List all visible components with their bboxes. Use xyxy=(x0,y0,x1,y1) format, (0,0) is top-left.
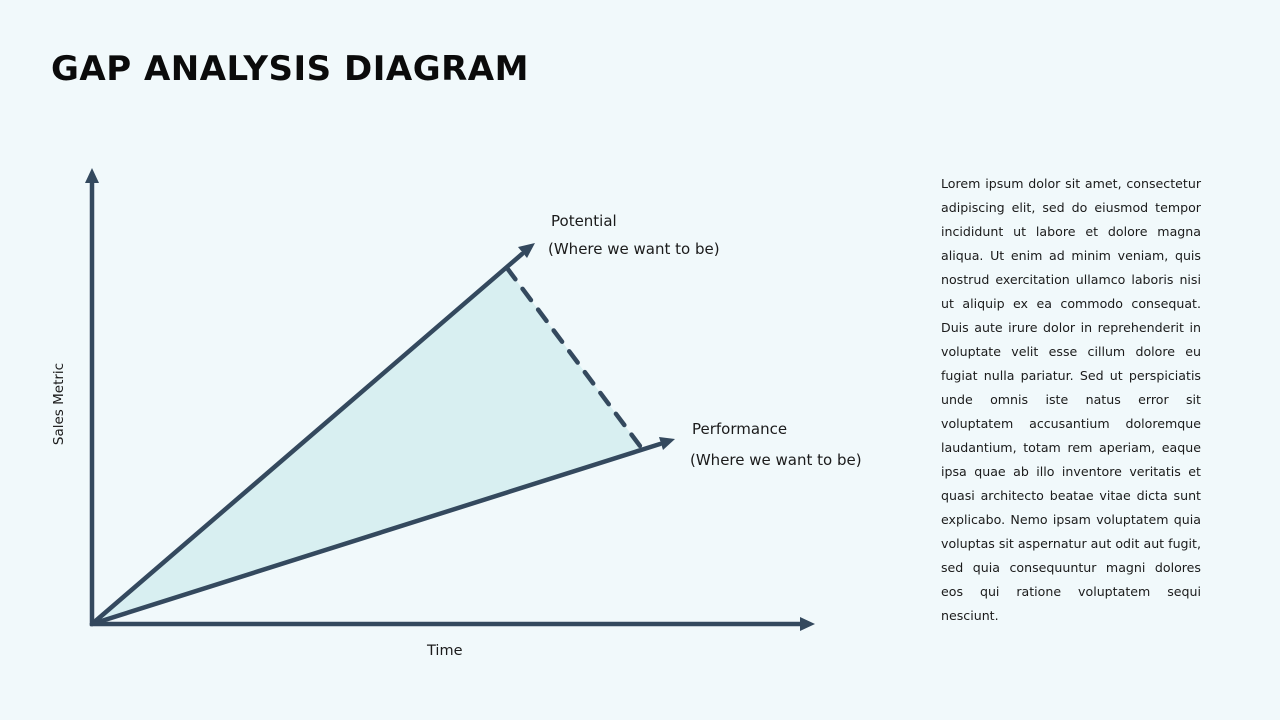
x-axis xyxy=(90,617,815,631)
page-title: GAP ANALYSIS DIAGRAM xyxy=(51,49,529,89)
arrowhead-icon xyxy=(800,617,815,631)
gap-area xyxy=(92,268,643,624)
y-axis-label: Sales Metric xyxy=(51,362,67,446)
performance-arrow xyxy=(89,437,675,627)
potential-sublabel: (Where we want to be) xyxy=(548,240,720,258)
description-paragraph: Lorem ipsum dolor sit amet, consectetur … xyxy=(941,176,1201,623)
arrowhead-icon xyxy=(85,168,99,183)
x-axis-label: Time xyxy=(427,643,463,659)
potential-arrow xyxy=(89,243,535,627)
arrowhead-icon xyxy=(659,437,675,450)
gap-dashed-line xyxy=(504,265,646,453)
performance-label: Performance xyxy=(692,420,788,438)
performance-sublabel: (Where we want to be) xyxy=(690,451,862,469)
potential-label: Potential xyxy=(551,212,617,230)
arrowhead-icon xyxy=(518,243,535,258)
y-axis xyxy=(85,168,99,626)
